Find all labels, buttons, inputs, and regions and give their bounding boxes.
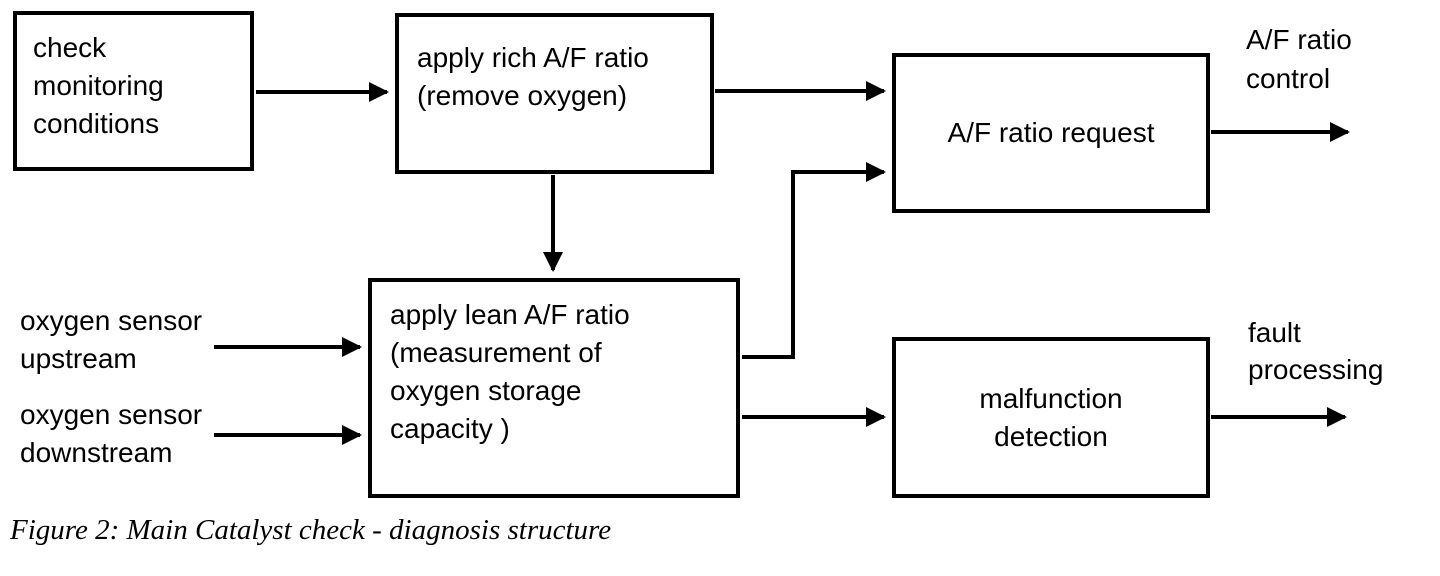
arrow-lean-to-request-elbow — [742, 162, 886, 359]
label-fault-processing: fault processing — [1248, 317, 1384, 385]
label-oxygen-sensor-upstream: oxygen sensor upstream — [20, 305, 203, 374]
box-malfunction-detection: malfunction detection — [892, 337, 1210, 498]
figure-caption: Figure 2: Main Catalyst check - diagnosi… — [10, 514, 612, 546]
box-apply-rich-af-ratio: apply rich A/F ratio (remove oxygen) — [395, 13, 714, 174]
label-af-ratio-control: A/F ratio control — [1246, 24, 1352, 94]
box-check-monitoring-conditions: check monitoring conditions — [13, 11, 254, 171]
label-oxygen-sensor-downstream: oxygen sensor downstream — [20, 399, 203, 468]
box-af-ratio-request: A/F ratio request — [892, 53, 1210, 213]
box-apply-lean-af-ratio: apply lean A/F ratio (measurement of oxy… — [368, 278, 740, 498]
